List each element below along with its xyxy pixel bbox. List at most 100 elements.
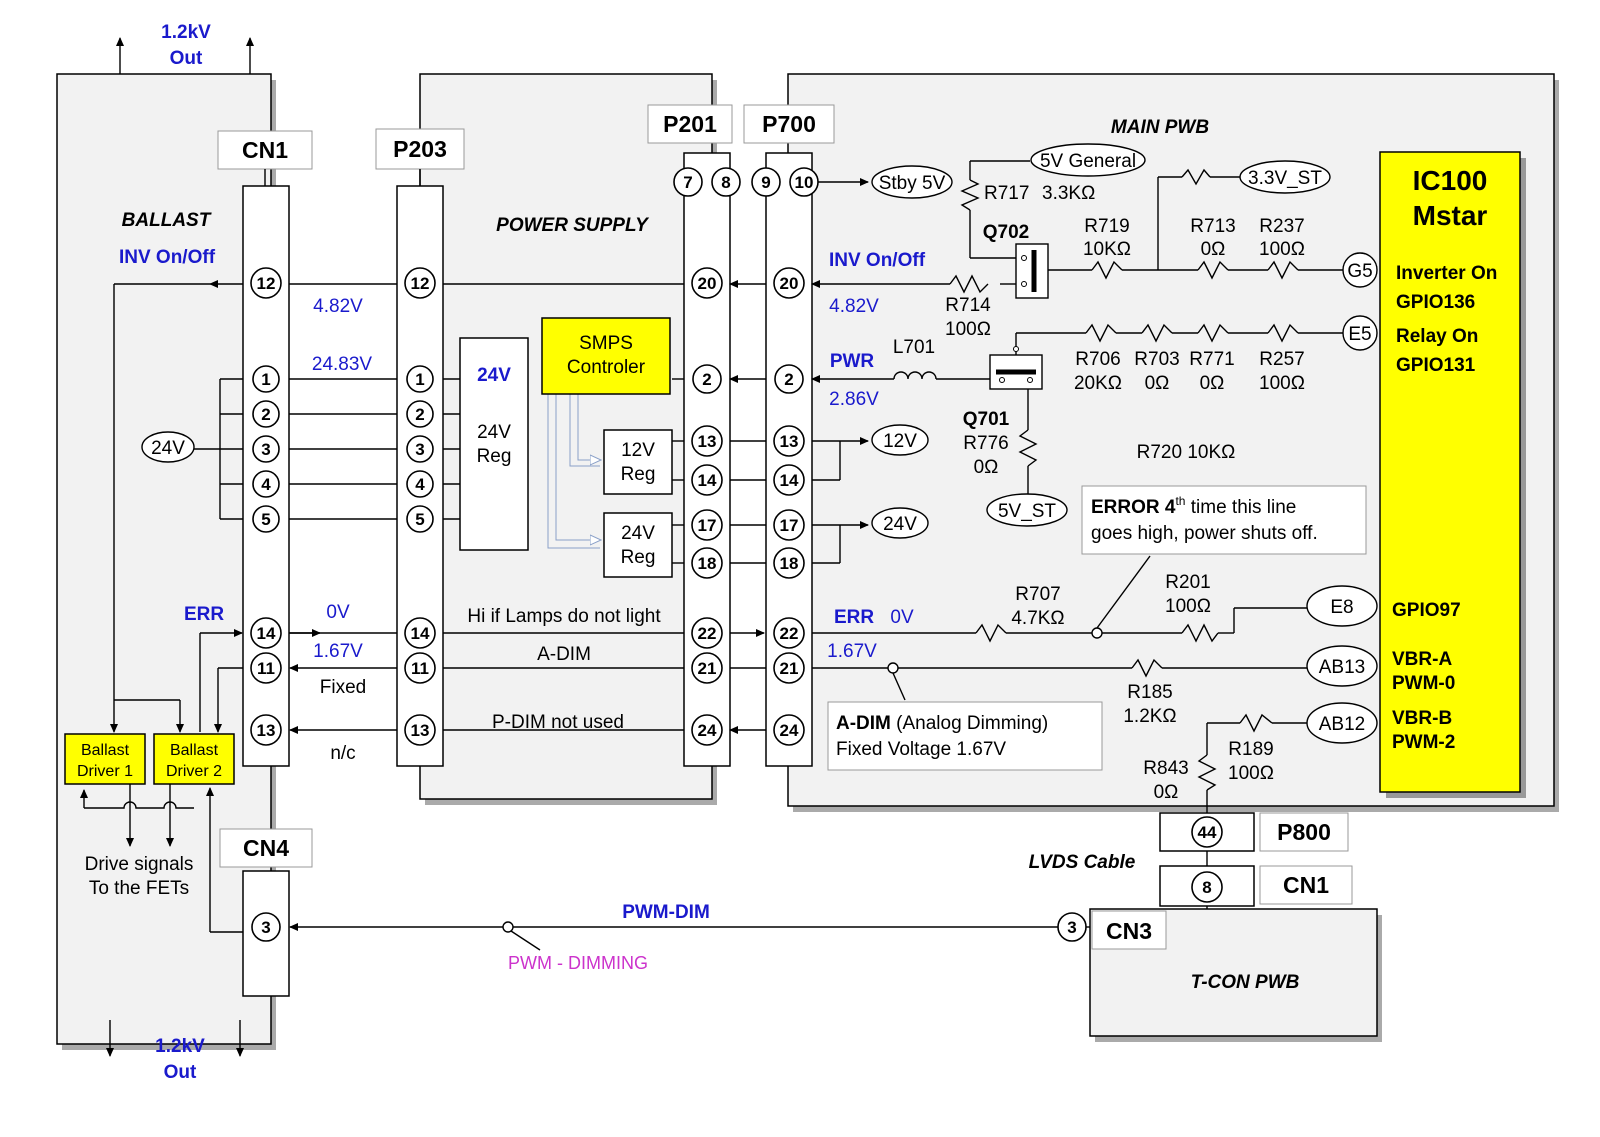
ic-pin-labels: Inverter On GPIO136 Relay On GPIO131 GPI…	[1392, 263, 1497, 753]
pin: 18	[780, 554, 799, 573]
v167-right: 1.67V	[827, 641, 877, 662]
error-note-rest: time this line	[1185, 497, 1296, 518]
r776-ref: R776	[963, 433, 1008, 454]
lvds-cable-label: LVDS Cable	[1029, 852, 1136, 873]
r201-ref: R201	[1165, 572, 1210, 593]
pin: 12	[411, 274, 430, 293]
ic-label-pwm-0: PWM-0	[1392, 673, 1455, 694]
adim-note-line2: Fixed Voltage 1.67V	[836, 739, 1006, 760]
r237-value: 100Ω	[1259, 239, 1305, 260]
component-labels: R717 3.3KΩ Q702 R719 10KΩ R713 0Ω R237 1…	[893, 183, 1305, 803]
bottom-output: 1.2kV Out	[106, 1020, 244, 1083]
ballast-driver1-label2: Driver 1	[77, 763, 133, 780]
reg24-block	[603, 512, 673, 578]
5v-st: 5V_ST	[998, 501, 1056, 522]
ic-label-vbr-b: VBR-B	[1392, 708, 1452, 729]
r717-ref: R717	[984, 183, 1029, 204]
r257-ref: R257	[1259, 349, 1304, 370]
err-left: ERR	[184, 604, 224, 625]
pin: 11	[257, 659, 275, 678]
pin: 11	[411, 659, 429, 678]
cn4-label: CN4	[243, 835, 289, 861]
pin: 3	[1067, 918, 1076, 937]
reg24-main-block	[459, 337, 529, 551]
reg24-main-sub1: 24V	[477, 422, 511, 443]
r189-value: 100Ω	[1228, 763, 1274, 784]
pin: 24	[698, 721, 717, 740]
p700-label: P700	[762, 111, 816, 137]
v0-right: 0V	[890, 607, 914, 628]
r707-value: 4.7KΩ	[1011, 608, 1064, 629]
pin: 8	[1202, 878, 1211, 897]
pins-p201: 20 2 13 14 17 18 22 21 24 7 8	[673, 167, 741, 746]
pin: 20	[698, 274, 717, 293]
pin: 22	[698, 624, 717, 643]
reg12-label1: 12V	[621, 440, 655, 461]
3v3-st: 3.3V_ST	[1248, 168, 1322, 189]
to-the-fets-label: To the FETs	[89, 878, 189, 899]
reg24-label2: Reg	[621, 547, 656, 568]
pin: 21	[698, 659, 717, 678]
fixed-label: Fixed	[320, 677, 366, 698]
pin: 14	[780, 471, 799, 490]
drive-signals-label: Drive signals	[85, 854, 194, 875]
reg24-label1: 24V	[621, 523, 655, 544]
r776-value: 0Ω	[974, 457, 999, 478]
pin: 44	[1198, 823, 1217, 842]
r185-ref: R185	[1127, 682, 1172, 703]
r717-value: 3.3KΩ	[1042, 183, 1095, 204]
error-note-bold: ERROR 4	[1091, 497, 1176, 518]
pin: 4	[415, 475, 425, 494]
pwr-label: PWR	[830, 351, 875, 372]
r713-ref: R713	[1190, 216, 1235, 237]
ballast-driver2-label2: Driver 2	[166, 763, 222, 780]
top-output: 1.2kV Out	[116, 22, 254, 74]
a-dim-label: A-DIM	[537, 644, 591, 665]
r843-ref: R843	[1143, 758, 1188, 779]
main-pwb-title: MAIN PWB	[1111, 117, 1209, 138]
pin: 9	[761, 173, 770, 192]
tp-ab12: AB12	[1319, 714, 1365, 735]
pin: 2	[261, 405, 270, 424]
r706-value: 20KΩ	[1074, 373, 1122, 394]
reg24-main-sub2: Reg	[477, 446, 512, 467]
r714-value: 100Ω	[945, 319, 991, 340]
pwm-dim-label: PWM-DIM	[622, 902, 710, 923]
pin: 24	[780, 721, 799, 740]
tcon-pwb-title: T-CON PWB	[1191, 972, 1300, 993]
ballast-driver-2	[153, 733, 235, 785]
test-points: G5 E5 E8 AB13 AB12	[1306, 252, 1378, 744]
v167-left: 1.67V	[313, 641, 363, 662]
reg24-main-label: 24V	[477, 365, 511, 386]
r706-ref: R706	[1075, 349, 1120, 370]
pin: 13	[257, 721, 276, 740]
adim-note: A-DIM (Analog Dimming) Fixed Voltage 1.6…	[827, 701, 1103, 771]
v482-right: 4.82V	[829, 296, 879, 317]
adim-note-line1: A-DIM (Analog Dimming)	[836, 713, 1048, 734]
ic100-sub: Mstar	[1413, 200, 1488, 231]
r237-ref: R237	[1259, 216, 1304, 237]
r707-ref: R707	[1015, 584, 1060, 605]
pin: 13	[780, 432, 799, 451]
cn1-tcon-label: CN1	[1283, 872, 1329, 898]
hi-if-lamps-label: Hi if Lamps do not light	[467, 606, 661, 627]
12v-rail: 12V	[883, 431, 917, 452]
5v-general: 5V General	[1040, 151, 1136, 172]
r713-value: 0Ω	[1201, 239, 1226, 260]
pin: 20	[780, 274, 799, 293]
pin: 5	[261, 510, 270, 529]
ic-label-relay-on: Relay On	[1396, 326, 1478, 347]
pin: 8	[721, 173, 730, 192]
r843-value: 0Ω	[1154, 782, 1179, 803]
smps-label1: SMPS	[579, 333, 633, 354]
pin: 21	[780, 659, 799, 678]
ic-label-inverter-on: Inverter On	[1396, 263, 1497, 284]
r719-ref: R719	[1084, 216, 1129, 237]
adim-note-rest: (Analog Dimming)	[891, 713, 1048, 734]
pins-p203: 12 1 2 3 4 5 14 11 13	[404, 267, 436, 746]
ballast-board	[56, 73, 272, 1045]
p203-label: P203	[393, 136, 447, 162]
ic-label-gpio97: GPIO97	[1392, 600, 1461, 621]
pin: 17	[698, 516, 717, 535]
